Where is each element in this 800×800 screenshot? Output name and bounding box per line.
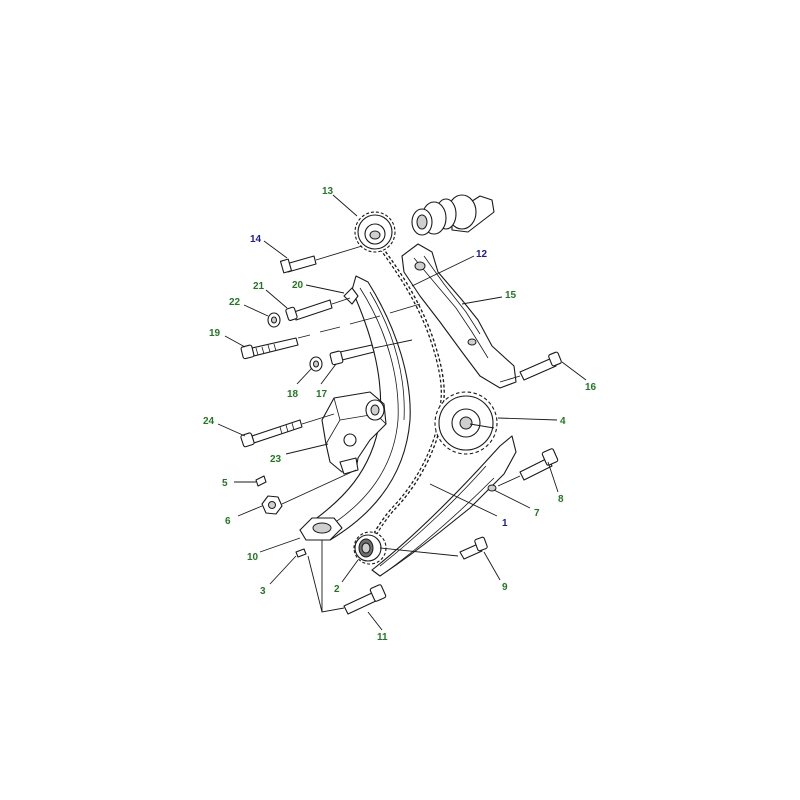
callout-9: 9: [502, 582, 508, 593]
bolt-24: [240, 419, 303, 448]
tensioner-guide-rail: [299, 275, 411, 541]
callout-14: 14: [250, 234, 262, 245]
callout-2: 2: [334, 584, 340, 595]
assembly-lines: [281, 245, 521, 613]
clip-3: [295, 548, 307, 558]
callout-1: 1: [502, 518, 508, 529]
idler-sprocket: [434, 391, 498, 455]
callout-3: 3: [260, 586, 266, 597]
bolt-21: [285, 299, 333, 321]
callout-leaders: [217, 194, 587, 631]
nut-6: [261, 495, 283, 515]
callout-10: 10: [247, 552, 259, 563]
callout-5: 5: [222, 478, 228, 489]
bolt-14: [279, 255, 317, 274]
callout-4: 4: [560, 416, 566, 427]
callout-23: 23: [270, 454, 282, 465]
stud-8: [519, 448, 559, 481]
camshaft: [411, 194, 495, 236]
washer-22: [267, 312, 281, 328]
callout-24: 24: [203, 416, 215, 427]
callout-7: 7: [534, 508, 540, 519]
callout-15: 15: [505, 290, 517, 301]
callout-19: 19: [209, 328, 221, 339]
callout-16: 16: [585, 382, 597, 393]
callout-11: 11: [377, 632, 388, 643]
bolt-19: [240, 337, 299, 360]
crankshaft-sprocket: [353, 531, 387, 565]
washer-18: [309, 356, 323, 372]
callout-18: 18: [287, 389, 299, 400]
fixed-guide-rail: [401, 243, 517, 389]
timing-chain: [370, 234, 445, 541]
callout-17: 17: [316, 389, 328, 400]
callout-20: 20: [292, 280, 304, 291]
lower-guide-rail: [371, 435, 517, 577]
callout-21: 21: [253, 281, 265, 292]
bolt-20: [343, 287, 359, 305]
bolt-11: [343, 584, 387, 615]
callout-labels: 1 2 3 4 5 6 7 8 9 10 11 12 13 14 15 16 1…: [203, 186, 597, 643]
callout-22: 22: [229, 297, 241, 308]
callout-12: 12: [476, 249, 488, 260]
bolt-17: [329, 344, 375, 366]
callout-8: 8: [558, 494, 564, 505]
camshaft-sprocket: [354, 211, 396, 253]
callout-13: 13: [322, 186, 334, 197]
chain-tensioner: [321, 391, 387, 475]
clip-5: [255, 475, 267, 487]
stud-16: [519, 351, 562, 381]
callout-6: 6: [225, 516, 231, 527]
bolt-9: [459, 536, 488, 560]
